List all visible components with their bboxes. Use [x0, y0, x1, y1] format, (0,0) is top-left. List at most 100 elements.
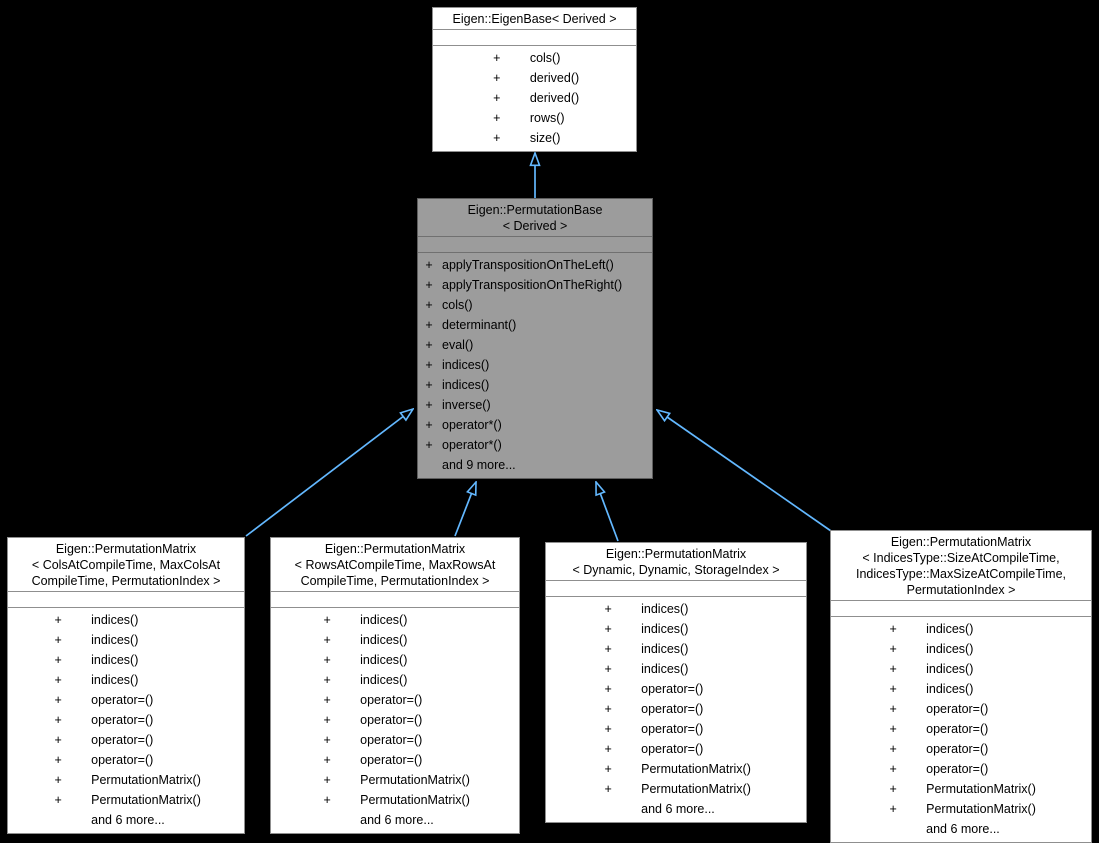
member-name: operator*() [442, 418, 502, 432]
member-visibility: + [54, 693, 62, 707]
member-row: + indices() [51, 650, 201, 670]
inheritance-arrow-rows-to-permutationbase [454, 482, 476, 537]
member-row: + operator=() [886, 719, 1036, 739]
member-row: + indices() [423, 355, 622, 375]
member-visibility: + [425, 278, 433, 292]
member-name: operator=() [926, 762, 989, 776]
member-visibility: + [889, 682, 897, 696]
member-name: operator=() [91, 713, 154, 727]
member-visibility: + [493, 71, 501, 85]
member-list: + indices() + indices() + indices() + in… [51, 610, 201, 830]
member-visibility: + [604, 782, 612, 796]
member-row: + operator=() [601, 679, 751, 699]
member-visibility: + [604, 762, 612, 776]
member-row: + rows() [490, 108, 579, 128]
member-row: and 6 more... [601, 799, 751, 819]
member-name: indices() [442, 378, 490, 392]
member-name: inverse() [442, 398, 491, 412]
member-visibility: + [425, 418, 433, 432]
member-name: operator=() [360, 733, 423, 747]
member-row: + applyTranspositionOnTheRight() [423, 275, 622, 295]
member-name: PermutationMatrix() [91, 773, 201, 787]
member-visibility: + [323, 713, 331, 727]
member-name: indices() [360, 613, 408, 627]
inheritance-arrow-dynamic-to-permutationbase [596, 482, 619, 542]
member-visibility: + [889, 802, 897, 816]
member-name: and 6 more... [641, 802, 715, 816]
member-name: derived() [529, 71, 580, 85]
member-row: + indices() [601, 599, 751, 619]
member-row: + operator*() [423, 435, 622, 455]
member-visibility: + [54, 673, 62, 687]
member-visibility: + [493, 51, 501, 65]
class-attributes-section [433, 30, 636, 46]
member-name: operator=() [641, 722, 704, 736]
member-row: + PermutationMatrix() [601, 759, 751, 779]
member-row: + indices() [601, 639, 751, 659]
member-name: and 9 more... [442, 458, 516, 472]
member-row: + operator=() [320, 730, 470, 750]
member-name: PermutationMatrix() [641, 762, 751, 776]
member-visibility: + [604, 642, 612, 656]
member-name: operator=() [641, 702, 704, 716]
class-box-permutationmatrix-dynamic[interactable]: Eigen::PermutationMatrix < Dynamic, Dyna… [545, 542, 807, 823]
member-visibility: + [604, 682, 612, 696]
member-name: indices() [641, 642, 689, 656]
member-visibility: + [889, 642, 897, 656]
member-name: and 6 more... [91, 813, 165, 827]
class-members-section: + indices() + indices() + indices() + in… [546, 597, 806, 822]
member-name: PermutationMatrix() [926, 782, 1036, 796]
member-name: applyTranspositionOnTheLeft() [442, 258, 614, 272]
class-box-eigenbase[interactable]: Eigen::EigenBase< Derived > + cols() + d… [432, 7, 637, 152]
class-box-permutationmatrix-cols[interactable]: Eigen::PermutationMatrix < ColsAtCompile… [7, 537, 245, 834]
member-name: operator=() [926, 742, 989, 756]
member-list: + applyTranspositionOnTheLeft() + applyT… [418, 255, 622, 475]
member-row: + operator=() [320, 750, 470, 770]
member-name: applyTranspositionOnTheRight() [442, 278, 623, 292]
member-row: + inverse() [423, 395, 622, 415]
member-row: + indices() [886, 619, 1036, 639]
class-title: Eigen::PermutationMatrix < Dynamic, Dyna… [546, 543, 806, 581]
member-visibility: + [425, 398, 433, 412]
member-visibility: + [604, 622, 612, 636]
member-visibility: + [425, 318, 433, 332]
class-box-permutationbase[interactable]: Eigen::PermutationBase < Derived > + app… [417, 198, 653, 479]
class-box-permutationmatrix-indicestype[interactable]: Eigen::PermutationMatrix < IndicesType::… [830, 530, 1092, 843]
member-row: + PermutationMatrix() [886, 799, 1035, 819]
member-row: + indices() [601, 659, 751, 679]
member-row: and 9 more... [423, 455, 622, 475]
member-name: operator=() [360, 753, 423, 767]
member-row: + determinant() [423, 315, 622, 335]
member-visibility: + [54, 653, 62, 667]
class-attributes-section [831, 601, 1091, 617]
member-row: + eval() [423, 335, 622, 355]
member-visibility: + [323, 613, 331, 627]
member-row: + indices() [320, 670, 470, 690]
class-attributes-section [546, 581, 806, 597]
member-name: operator=() [91, 753, 154, 767]
class-members-section: + indices() + indices() + indices() + in… [8, 608, 244, 833]
member-name: indices() [926, 642, 974, 656]
member-visibility: + [54, 793, 62, 807]
member-row: + operator=() [320, 710, 470, 730]
member-visibility: + [425, 298, 433, 312]
member-list: + indices() + indices() + indices() + in… [320, 610, 470, 830]
member-visibility: + [493, 111, 501, 125]
member-row: + size() [490, 128, 579, 148]
member-visibility: + [889, 722, 897, 736]
class-box-permutationmatrix-rows[interactable]: Eigen::PermutationMatrix < RowsAtCompile… [270, 537, 520, 834]
member-visibility: + [604, 602, 612, 616]
member-row: + indices() [423, 375, 622, 395]
member-row: and 6 more... [51, 810, 201, 830]
member-name: indices() [442, 358, 490, 372]
member-row: + operator=() [601, 739, 751, 759]
member-visibility: + [889, 782, 897, 796]
member-row: + operator=() [886, 739, 1036, 759]
member-visibility: + [323, 693, 331, 707]
member-name: cols() [529, 51, 561, 65]
member-visibility: + [425, 338, 433, 352]
member-name: size() [529, 131, 561, 145]
member-visibility: + [54, 633, 62, 647]
member-row: + derived() [490, 68, 579, 88]
